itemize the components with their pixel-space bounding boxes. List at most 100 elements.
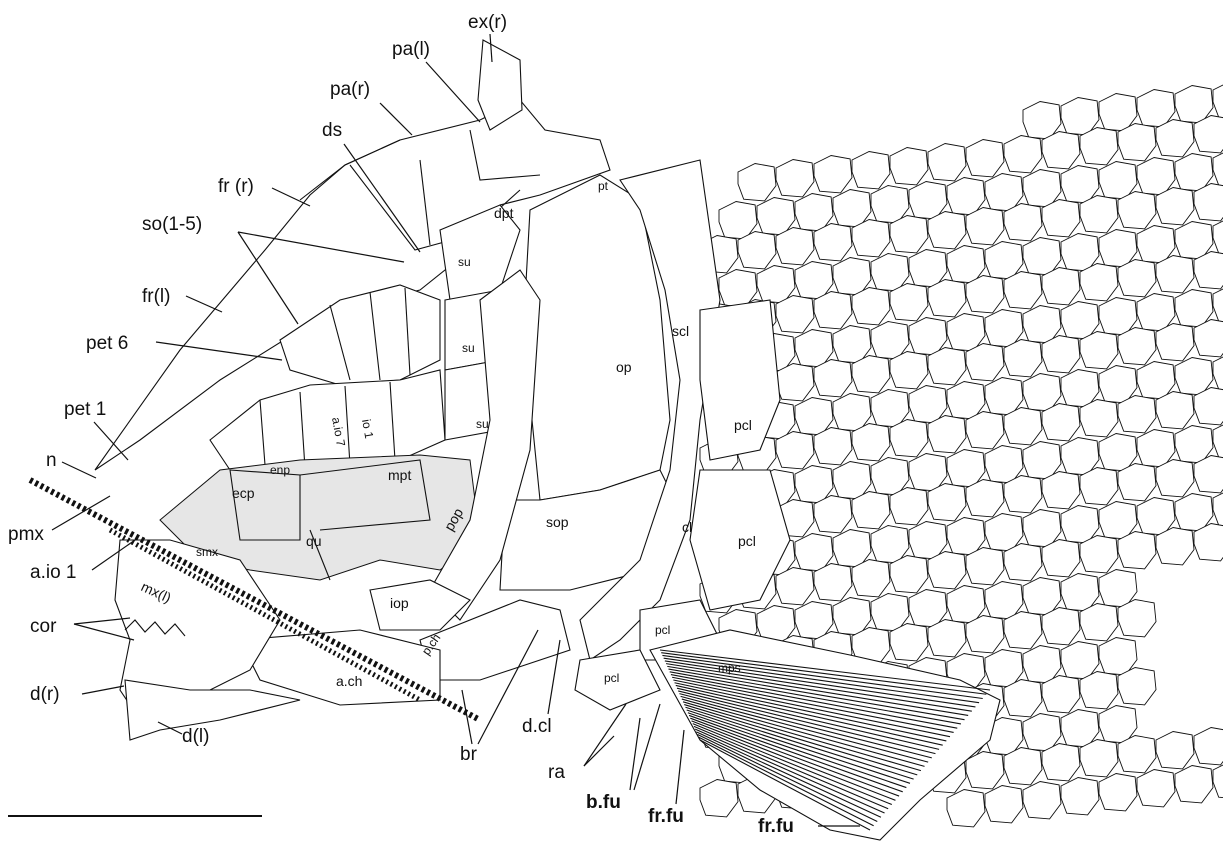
scale-plate (1061, 778, 1099, 815)
scale-plate (1213, 422, 1223, 459)
scale-plate (1213, 762, 1223, 799)
scale-plate (985, 786, 1023, 823)
label-ds: ds (322, 120, 342, 141)
scale-plate (966, 276, 1004, 313)
scale-plate (1080, 740, 1118, 777)
scale-plate (890, 488, 928, 525)
scale-plate (776, 432, 814, 469)
scale-plate (776, 364, 814, 401)
scale-plate (1004, 748, 1042, 785)
scale-plate (1156, 392, 1194, 429)
scale-plate (1042, 132, 1080, 169)
label-pcl-2: pcl (738, 533, 756, 549)
label-pmx: pmx (8, 524, 44, 545)
scale-plate (890, 352, 928, 389)
scale-plate (814, 564, 852, 601)
scale-plate (1004, 204, 1042, 241)
label-frfu-1: fr.fu (648, 806, 684, 827)
scale-plate (814, 156, 852, 193)
label-pet6-prefix: pet 6 (86, 333, 128, 354)
scale-plate (890, 216, 928, 253)
scale-plate (852, 356, 890, 393)
scale-plate (852, 288, 890, 325)
scale-plate (966, 616, 1004, 653)
label-bfu: b.fu (586, 792, 621, 813)
scale-plate (1156, 256, 1194, 293)
scale-plate (928, 484, 966, 521)
scale-plate (814, 224, 852, 261)
scale-plate (890, 556, 928, 593)
label-frfu-2: fr.fu (758, 816, 794, 837)
scale-plate (1213, 286, 1223, 323)
scale-plate (1042, 676, 1080, 713)
scale-plate (1137, 770, 1175, 807)
scale-plate (700, 780, 738, 817)
scale-plate (1213, 354, 1223, 391)
label-ach: a.ch (336, 673, 362, 689)
label-ra: ra (548, 762, 565, 783)
scale-plate (1042, 472, 1080, 509)
label-pa-r: pa(r) (330, 79, 370, 100)
scale-plate (852, 492, 890, 529)
scale-plate (1213, 490, 1223, 527)
scale-plate (1080, 128, 1118, 165)
label-d-r: d(r) (30, 684, 60, 705)
scale-plate (1080, 604, 1118, 641)
label-aio1: a.io 1 (30, 562, 76, 583)
scale-plate (1213, 82, 1223, 119)
scale-plate (1194, 728, 1223, 765)
scale-plate (814, 428, 852, 465)
label-ecp: ecp (232, 485, 255, 501)
label-pcl-1: pcl (734, 417, 752, 433)
scale-plate (1156, 460, 1194, 497)
scale-plate (1118, 600, 1156, 637)
scale-plate (1004, 340, 1042, 377)
label-dcl: d.cl (522, 716, 552, 737)
scale-plate (1175, 766, 1213, 803)
label-cor: cor (30, 616, 57, 637)
scale-plate (928, 212, 966, 249)
scale-plate (928, 348, 966, 385)
scale-plate (1042, 540, 1080, 577)
scale-plate (1118, 736, 1156, 773)
label-dpt: dpt (494, 205, 514, 221)
label-enp: enp (270, 463, 290, 477)
scale-plate (776, 568, 814, 605)
scale-plate (1118, 192, 1156, 229)
scale-plate (928, 144, 966, 181)
scale-plate (1156, 732, 1194, 769)
scale-plate (928, 552, 966, 589)
label-su-3: su (476, 417, 489, 431)
scale-plate (1004, 612, 1042, 649)
scale-plate (1080, 400, 1118, 437)
scale-plate (776, 296, 814, 333)
scale-plate (814, 360, 852, 397)
scale-plate (1156, 188, 1194, 225)
scale-plate (738, 232, 776, 269)
label-iop: iop (390, 595, 409, 611)
scale-plate (1213, 218, 1223, 255)
label-so: so(1-5) (142, 214, 202, 235)
scale-plate (1042, 744, 1080, 781)
scale-plate (1042, 200, 1080, 237)
scale-plate (1156, 324, 1194, 361)
scale-plate (966, 480, 1004, 517)
label-smx: smx (196, 545, 218, 559)
scale-plate (738, 164, 776, 201)
scale-plate (814, 496, 852, 533)
scale-plate (1023, 782, 1061, 819)
scale-plate (890, 420, 928, 457)
scale-plate (966, 548, 1004, 585)
scale-plate (890, 284, 928, 321)
label-fr-l: fr(l) (142, 286, 170, 307)
scale-plate (928, 280, 966, 317)
scale-plate (1118, 260, 1156, 297)
scale-plate (966, 140, 1004, 177)
scale-plate (947, 790, 985, 827)
label-ex-r: ex(r) (468, 12, 507, 33)
scale-plate (1080, 468, 1118, 505)
scale-plate (1099, 774, 1137, 811)
label-scl: scl (672, 323, 689, 339)
scale-plate (1004, 272, 1042, 309)
